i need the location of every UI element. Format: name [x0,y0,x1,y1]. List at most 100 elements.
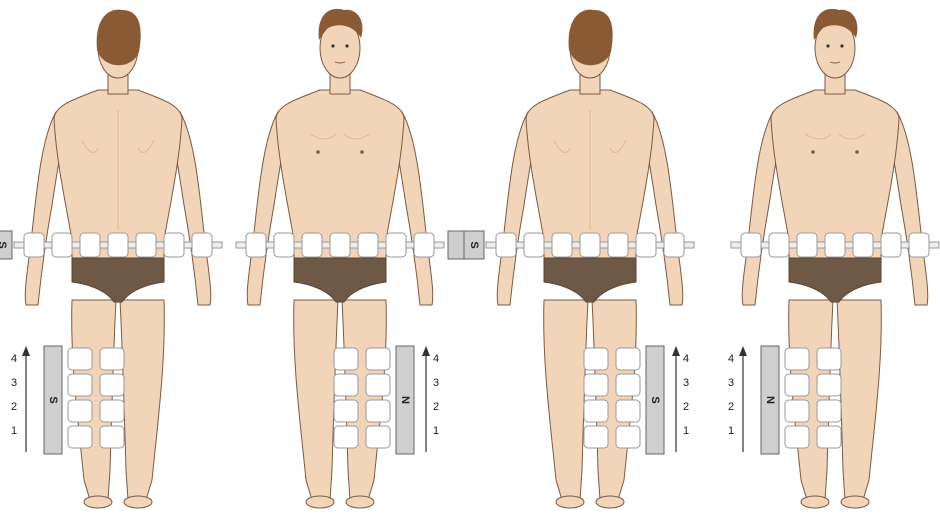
knee-coil [334,348,358,370]
belt-coil [386,233,406,257]
belt-coil [769,233,789,257]
knee-coil [334,374,358,396]
scale-number: 2 [11,401,17,413]
belt-coil [192,233,212,257]
scale-number: 4 [433,353,439,365]
knee-assembly-4: N1234 [728,346,841,454]
left-leg [294,300,338,500]
scale-arrow-head [739,346,747,356]
belt-coil [881,233,901,257]
knee-coil [584,348,608,370]
belt-coil [608,233,628,257]
belt-coil [246,233,266,257]
belt-coil [741,233,761,257]
knee-coil [616,426,640,448]
belt-coil [274,233,294,257]
scale-arrow-head [672,346,680,356]
left-leg [544,300,588,500]
knee-coil [616,374,640,396]
knee-magnet-pole-label: S [649,396,661,403]
belt-coil [358,233,378,257]
scale-number: 2 [683,401,689,413]
knee-coil [100,348,124,370]
eye [826,44,829,47]
knee-coil [100,400,124,422]
left-foot [84,496,112,508]
belt-coil [664,233,684,257]
nipple [360,150,364,154]
knee-coil [584,426,608,448]
knee-coil [584,400,608,422]
knee-coil [817,400,841,422]
scale-number: 1 [728,425,734,437]
knee-coil [584,374,608,396]
knee-coil [100,426,124,448]
briefs [72,258,164,302]
scale-number: 2 [433,401,439,413]
knee-coil [366,400,390,422]
scale-number: 3 [683,377,689,389]
knee-coil [334,400,358,422]
left-foot [306,496,334,508]
right-foot [346,496,374,508]
knee-coil [68,348,92,370]
knee-coil [68,400,92,422]
scale-number: 1 [11,425,17,437]
belt-coil [302,233,322,257]
scale-arrow-head [22,346,30,356]
belt-coil [825,233,845,257]
briefs [544,258,636,302]
scale-arrow-head [422,346,430,356]
knee-coil [366,348,390,370]
knee-coil [817,426,841,448]
knee-coil [100,374,124,396]
scale-number: 4 [11,353,17,365]
belt-coil [496,233,516,257]
knee-assembly-1: S1234 [11,346,124,454]
belt-coil [524,233,544,257]
knee-magnet-pole-label: N [764,396,776,404]
knee-coil [366,374,390,396]
hair [97,10,141,66]
eye [840,44,843,47]
eye [345,44,348,47]
belt-magnet-pole-label: S [0,241,8,248]
right-foot [841,496,869,508]
knee-coil [616,348,640,370]
belt-coil [136,233,156,257]
belt-coil [636,233,656,257]
right-leg [120,300,164,500]
knee-assembly-3: S1234 [584,346,689,454]
right-foot [596,496,624,508]
nipple [811,150,815,154]
belt-magnet-pole-label: S [468,241,480,248]
knee-coil [68,426,92,448]
eye [331,44,334,47]
knee-coil [68,374,92,396]
knee-magnet-pole-label: N [399,396,411,404]
knee-coil [785,374,809,396]
briefs [294,258,386,302]
right-leg [837,300,881,500]
belt-coil [909,233,929,257]
nipple [316,150,320,154]
belt-coil [52,233,72,257]
belt-coil [108,233,128,257]
scale-number: 4 [728,353,734,365]
belt-coil [414,233,434,257]
left-foot [801,496,829,508]
belt-coil [24,233,44,257]
belt-coil [164,233,184,257]
knee-coil [817,348,841,370]
scale-number: 4 [683,353,689,365]
knee-coil [785,426,809,448]
scale-number: 3 [11,377,17,389]
scale-number: 3 [433,377,439,389]
knee-coil [616,400,640,422]
knee-coil [366,426,390,448]
knee-coil [334,426,358,448]
right-foot [124,496,152,508]
briefs [789,258,881,302]
scale-number: 1 [433,425,439,437]
